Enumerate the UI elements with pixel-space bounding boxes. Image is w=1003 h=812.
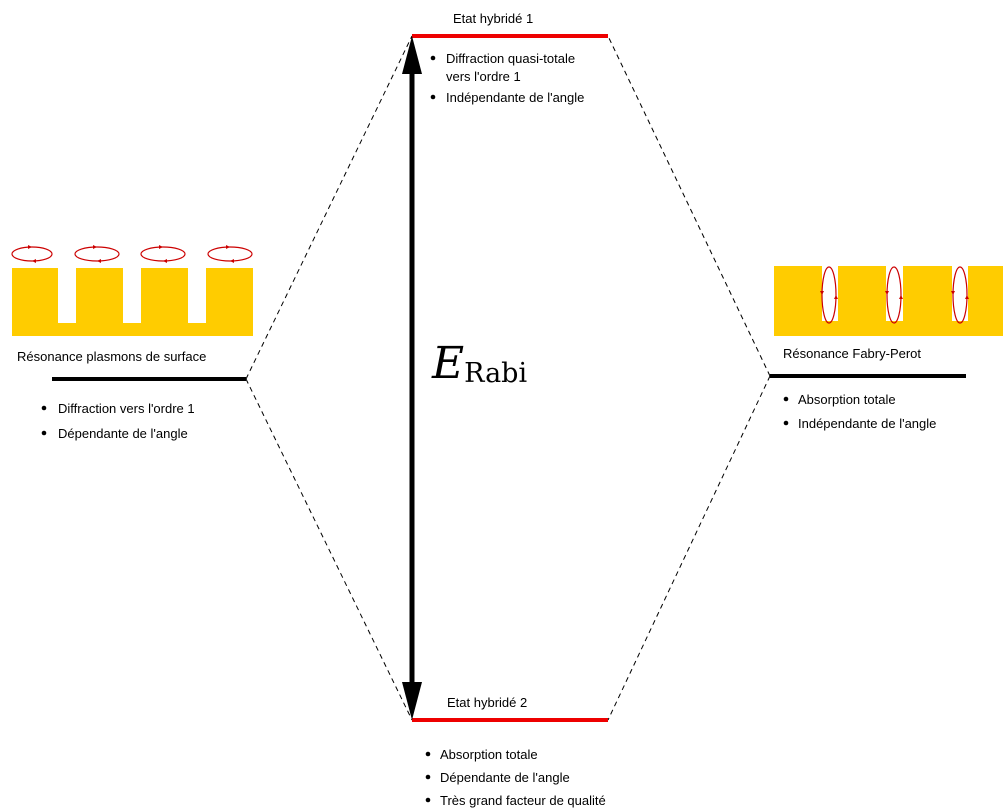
top-bullet-list: Diffraction quasi-totale vers l'ordre 1 …: [430, 51, 584, 105]
top-level-title: Etat hybridé 1: [453, 11, 533, 26]
rabi-energy-label: ERabi: [431, 338, 527, 389]
fp-loop-3: [952, 266, 968, 324]
right-level-title: Résonance Fabry-Perot: [783, 346, 921, 361]
connector-right-bottom: [607, 375, 771, 721]
bottom-bullet-list: Absorption totale Dépendante de l'angle …: [425, 747, 606, 808]
left-level-title: Résonance plasmons de surface: [17, 349, 206, 364]
right-bullet-2: Indépendante de l'angle: [798, 416, 936, 431]
connector-left-top: [245, 35, 413, 380]
fp-loop-2: [886, 266, 902, 324]
top-bullet-1-continued: vers l'ordre 1: [446, 69, 521, 84]
bullet-dot: [783, 396, 789, 402]
fp-loop-arrows: [820, 291, 969, 299]
bullet-dot: [430, 94, 436, 100]
rabi-subscript: Rabi: [464, 358, 527, 389]
bullet-dot: [783, 420, 789, 426]
plasmon-loop-1: [11, 246, 53, 262]
bottom-bullet-2: Dépendante de l'angle: [440, 770, 570, 785]
bullet-dot: [425, 751, 431, 757]
fabry-perot-grating-illustration: [774, 266, 1003, 336]
fabry-perot-grating-metal: [774, 266, 1003, 336]
bottom-bullet-1: Absorption totale: [440, 747, 538, 762]
bullet-dot: [425, 774, 431, 780]
top-bullet-1: Diffraction quasi-totale: [446, 51, 575, 66]
bottom-bullet-3: Très grand facteur de qualité: [440, 793, 606, 808]
left-bullet-2: Dépendante de l'angle: [58, 426, 188, 441]
bullet-dot: [430, 55, 436, 61]
plasmon-loop-3: [140, 246, 186, 262]
bullet-dot: [41, 430, 47, 436]
connector-right-top: [607, 35, 771, 377]
right-bullet-list: Absorption totale Indépendante de l'angl…: [783, 392, 936, 431]
bottom-level-title: Etat hybridé 2: [447, 695, 527, 710]
left-bullet-list: Diffraction vers l'ordre 1 Dépendante de…: [41, 401, 195, 441]
bullet-dot: [41, 405, 47, 411]
dashed-connectors: [245, 35, 771, 721]
plasmon-loop-arrows: [28, 245, 234, 263]
plasmon-grating-illustration: [11, 245, 253, 336]
top-bullet-2: Indépendante de l'angle: [446, 90, 584, 105]
rabi-arrowhead-bottom: [402, 682, 422, 720]
left-bullet-1: Diffraction vers l'ordre 1: [58, 401, 195, 416]
fp-loop-1: [821, 266, 837, 324]
surface-plasmon-loops: [11, 246, 253, 262]
plasmon-loop-4: [207, 246, 253, 262]
plasmon-loop-2: [74, 246, 120, 262]
bullet-dot: [425, 797, 431, 803]
rabi-symbol: E: [431, 338, 464, 389]
connector-left-bottom: [245, 378, 413, 721]
right-bullet-1: Absorption totale: [798, 392, 896, 407]
rabi-arrowhead-top: [402, 36, 422, 74]
plasmon-grating-metal: [12, 268, 253, 336]
